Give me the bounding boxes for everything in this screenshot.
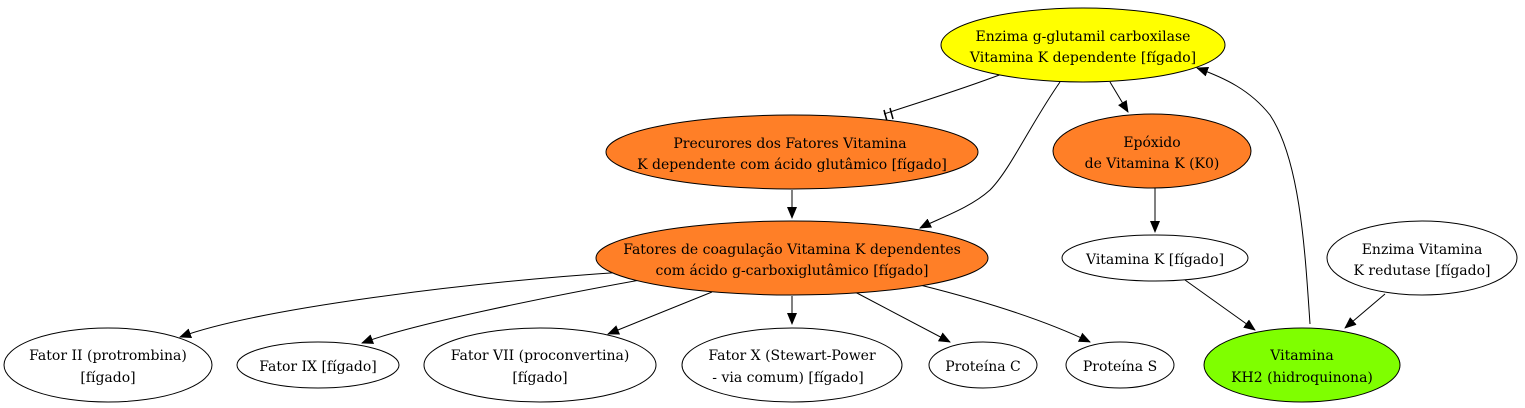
- node-label-line2: KH2 (hidroquinona): [1231, 370, 1373, 386]
- node-label-line1: Vitamina: [1269, 348, 1333, 364]
- node-label-line2: Vitamina K dependente [fígado]: [969, 50, 1196, 66]
- node-label-line2: [fígado]: [512, 370, 567, 386]
- node-epoxido: Epóxido de Vitamina K (K0): [1052, 113, 1252, 189]
- node-label-line2: com ácido g-carboxiglutâmico [fígado]: [655, 263, 928, 279]
- node-label-line1: Epóxido: [1123, 135, 1180, 151]
- node-shape: [681, 327, 903, 403]
- node-fator-vii: Fator VII (proconvertina) [fígado]: [423, 327, 657, 403]
- node-label-line1: Fator VII (proconvertina): [451, 348, 630, 364]
- node-label-line1: Enzima Vitamina: [1362, 242, 1483, 258]
- node-label-line1: Fator IX [fígado]: [259, 359, 377, 375]
- node-fator-ix: Fator IX [fígado]: [236, 341, 400, 389]
- node-label-line2: de Vitamina K (K0): [1085, 156, 1220, 172]
- edge-carboxilase-precursores: [883, 73, 1003, 115]
- node-vitamina-k: Vitamina K [fígado]: [1061, 234, 1249, 282]
- edge-fatores-proteinas: [919, 284, 1091, 343]
- edge-fatores-fatorii: [179, 271, 626, 338]
- node-label-line2: K redutase [fígado]: [1353, 263, 1490, 279]
- double-tick-icon: [883, 107, 894, 122]
- node-shape: [1061, 234, 1249, 282]
- node-shape: [928, 341, 1038, 389]
- edge-fatores-fatorix: [361, 279, 641, 344]
- node-proteina-s: Proteína S: [1065, 341, 1175, 389]
- node-shape: [940, 7, 1226, 83]
- node-label-line1: Proteína C: [945, 359, 1020, 375]
- edge-fatores-fatorvii: [607, 291, 713, 335]
- node-enzima-carboxilase: Enzima g-glutamil carboxilase Vitamina K…: [940, 7, 1226, 83]
- edge-kh2-carboxilase: [1196, 66, 1311, 325]
- node-fator-ii: Fator II (protrombina) [fígado]: [3, 327, 213, 403]
- node-shape: [1326, 220, 1518, 296]
- node-proteina-c: Proteína C: [928, 341, 1038, 389]
- node-fatores-coagulacao: Fatores de coagulação Vitamina K depende…: [595, 220, 989, 296]
- node-shape: [1052, 113, 1252, 189]
- node-label-line2: K dependente com ácido glutâmico [fígado…: [637, 157, 947, 173]
- node-shape: [1203, 327, 1401, 403]
- node-precursores: Precurores dos Fatores Vitamina K depend…: [605, 114, 979, 190]
- node-label-line1: Fator II (protrombina): [29, 348, 187, 364]
- node-shape: [3, 327, 213, 403]
- edge-fatores-proteinac: [854, 291, 951, 343]
- node-shape: [423, 327, 657, 403]
- node-label-line1: Vitamina K [fígado]: [1085, 252, 1224, 268]
- node-shape: [605, 114, 979, 190]
- node-label-line2: - via comum) [fígado]: [712, 370, 863, 386]
- node-shape: [236, 341, 400, 389]
- edge-vitaminak-kh2: [1184, 279, 1256, 331]
- node-vitamina-kh2: Vitamina KH2 (hidroquinona): [1203, 327, 1401, 403]
- node-fator-x: Fator X (Stewart-Power - via comum) [fíg…: [681, 327, 903, 403]
- edge-redutase-kh2: [1344, 293, 1386, 329]
- node-shape: [595, 220, 989, 296]
- edges: [179, 66, 1386, 344]
- edge-carboxilase-fatores: [919, 81, 1061, 229]
- node-label-line1: Precurores dos Fatores Vitamina: [673, 136, 906, 152]
- node-label-line1: Enzima g-glutamil carboxilase: [976, 29, 1191, 45]
- edge-carboxilase-epoxido: [1109, 81, 1129, 113]
- node-shape: [1065, 341, 1175, 389]
- node-label-line1: Fator X (Stewart-Power: [708, 348, 876, 364]
- node-label-line2: [fígado]: [80, 370, 135, 386]
- node-label-line1: Fatores de coagulação Vitamina K depende…: [623, 242, 961, 258]
- node-label-line1: Proteína S: [1083, 359, 1157, 375]
- node-enzima-redutase: Enzima Vitamina K redutase [fígado]: [1326, 220, 1518, 296]
